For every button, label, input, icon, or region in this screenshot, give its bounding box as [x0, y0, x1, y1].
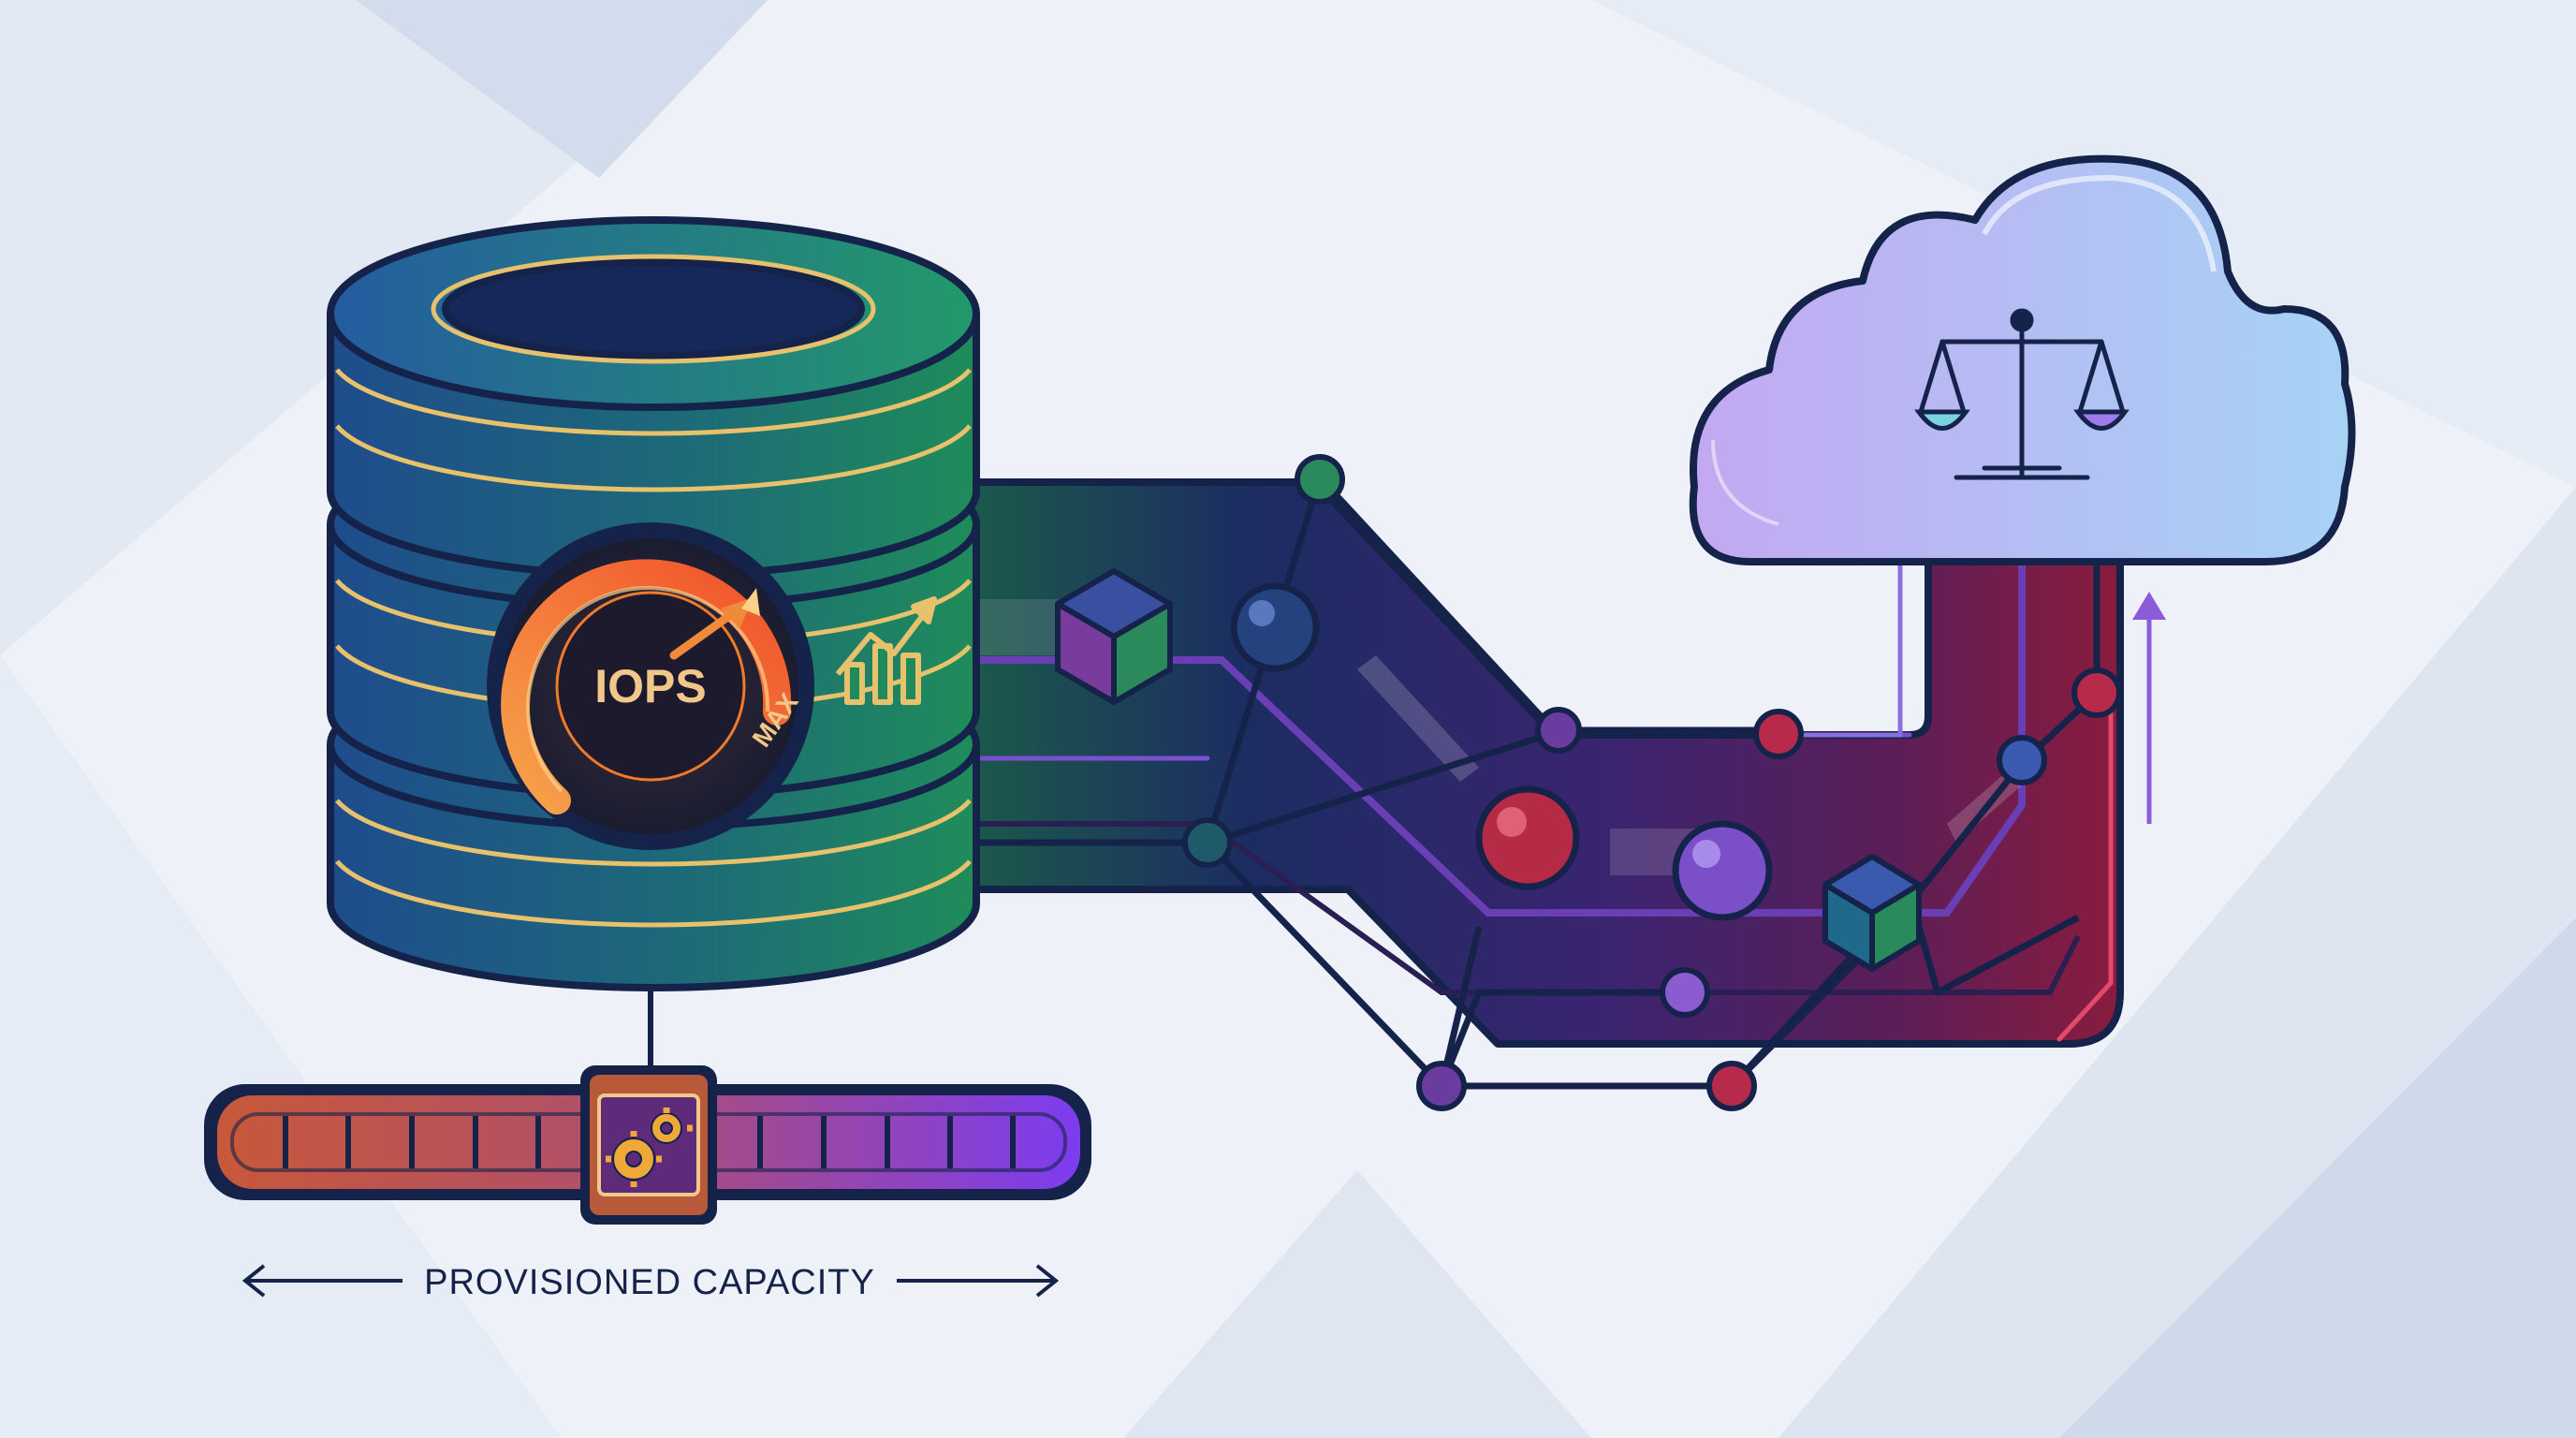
node — [1535, 707, 1582, 754]
data-packets — [1230, 582, 1773, 921]
left-arrow-icon — [242, 1264, 266, 1298]
right-arrow-icon — [1035, 1264, 1060, 1298]
capacity-slider[interactable] — [204, 1065, 1091, 1225]
signal-wires — [961, 559, 2114, 1042]
node — [2071, 668, 2122, 718]
node — [1753, 709, 1804, 759]
node — [1660, 967, 1710, 1018]
slider-ticks — [283, 1116, 1016, 1168]
data-pipeline — [960, 478, 2124, 1048]
up-arrow-icon — [2132, 592, 2166, 824]
node — [1997, 735, 2047, 785]
gauge-label: IOPS — [594, 660, 706, 712]
node — [1295, 454, 1345, 505]
data-cube-1 — [1055, 568, 1173, 705]
capacity-caption-row: PROVISIONED CAPACITY — [242, 1263, 1060, 1302]
network-nodes — [1182, 454, 2122, 1111]
trend-up-chart-icon — [835, 596, 937, 705]
node — [1416, 1061, 1467, 1111]
iops-speedometer-icon: IOPS MAX — [487, 522, 814, 850]
capacity-caption: PROVISIONED CAPACITY — [424, 1263, 875, 1302]
slider-handle[interactable] — [580, 1065, 717, 1225]
node — [1182, 817, 1233, 868]
data-cube-2 — [1822, 854, 1922, 972]
balance-scale-icon — [1914, 308, 2130, 480]
node — [1706, 1061, 1757, 1111]
gears-icon — [606, 1108, 693, 1187]
